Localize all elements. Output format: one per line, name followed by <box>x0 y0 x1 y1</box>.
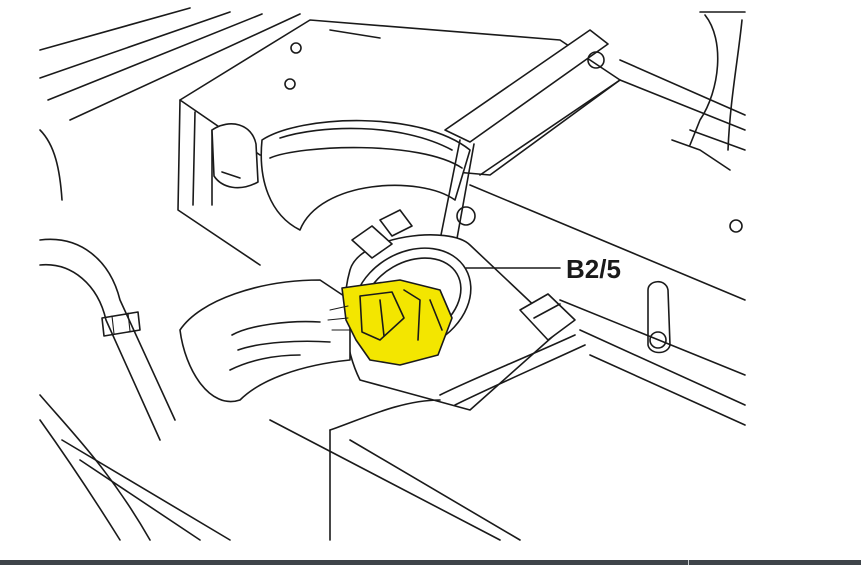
intake-boot <box>260 119 471 231</box>
engine-cover <box>469 11 746 406</box>
lower-intake-hose <box>179 279 351 403</box>
body-panel-lines <box>39 7 301 201</box>
bracket-arm <box>439 29 609 245</box>
callout-b2-5: B2/5 <box>465 254 621 284</box>
lower-duct <box>269 354 746 541</box>
bottom-toolbar-strip <box>0 560 861 565</box>
sensor-b2-5-highlight <box>327 279 453 366</box>
left-fender-lines <box>39 238 231 541</box>
left-hose-clamp <box>101 311 141 337</box>
toolbar-divider <box>688 560 689 565</box>
callout-label: B2/5 <box>566 254 621 284</box>
housing-clip <box>211 123 259 189</box>
tube-clamp-nut <box>519 293 576 341</box>
bracket-bolt <box>351 209 413 259</box>
